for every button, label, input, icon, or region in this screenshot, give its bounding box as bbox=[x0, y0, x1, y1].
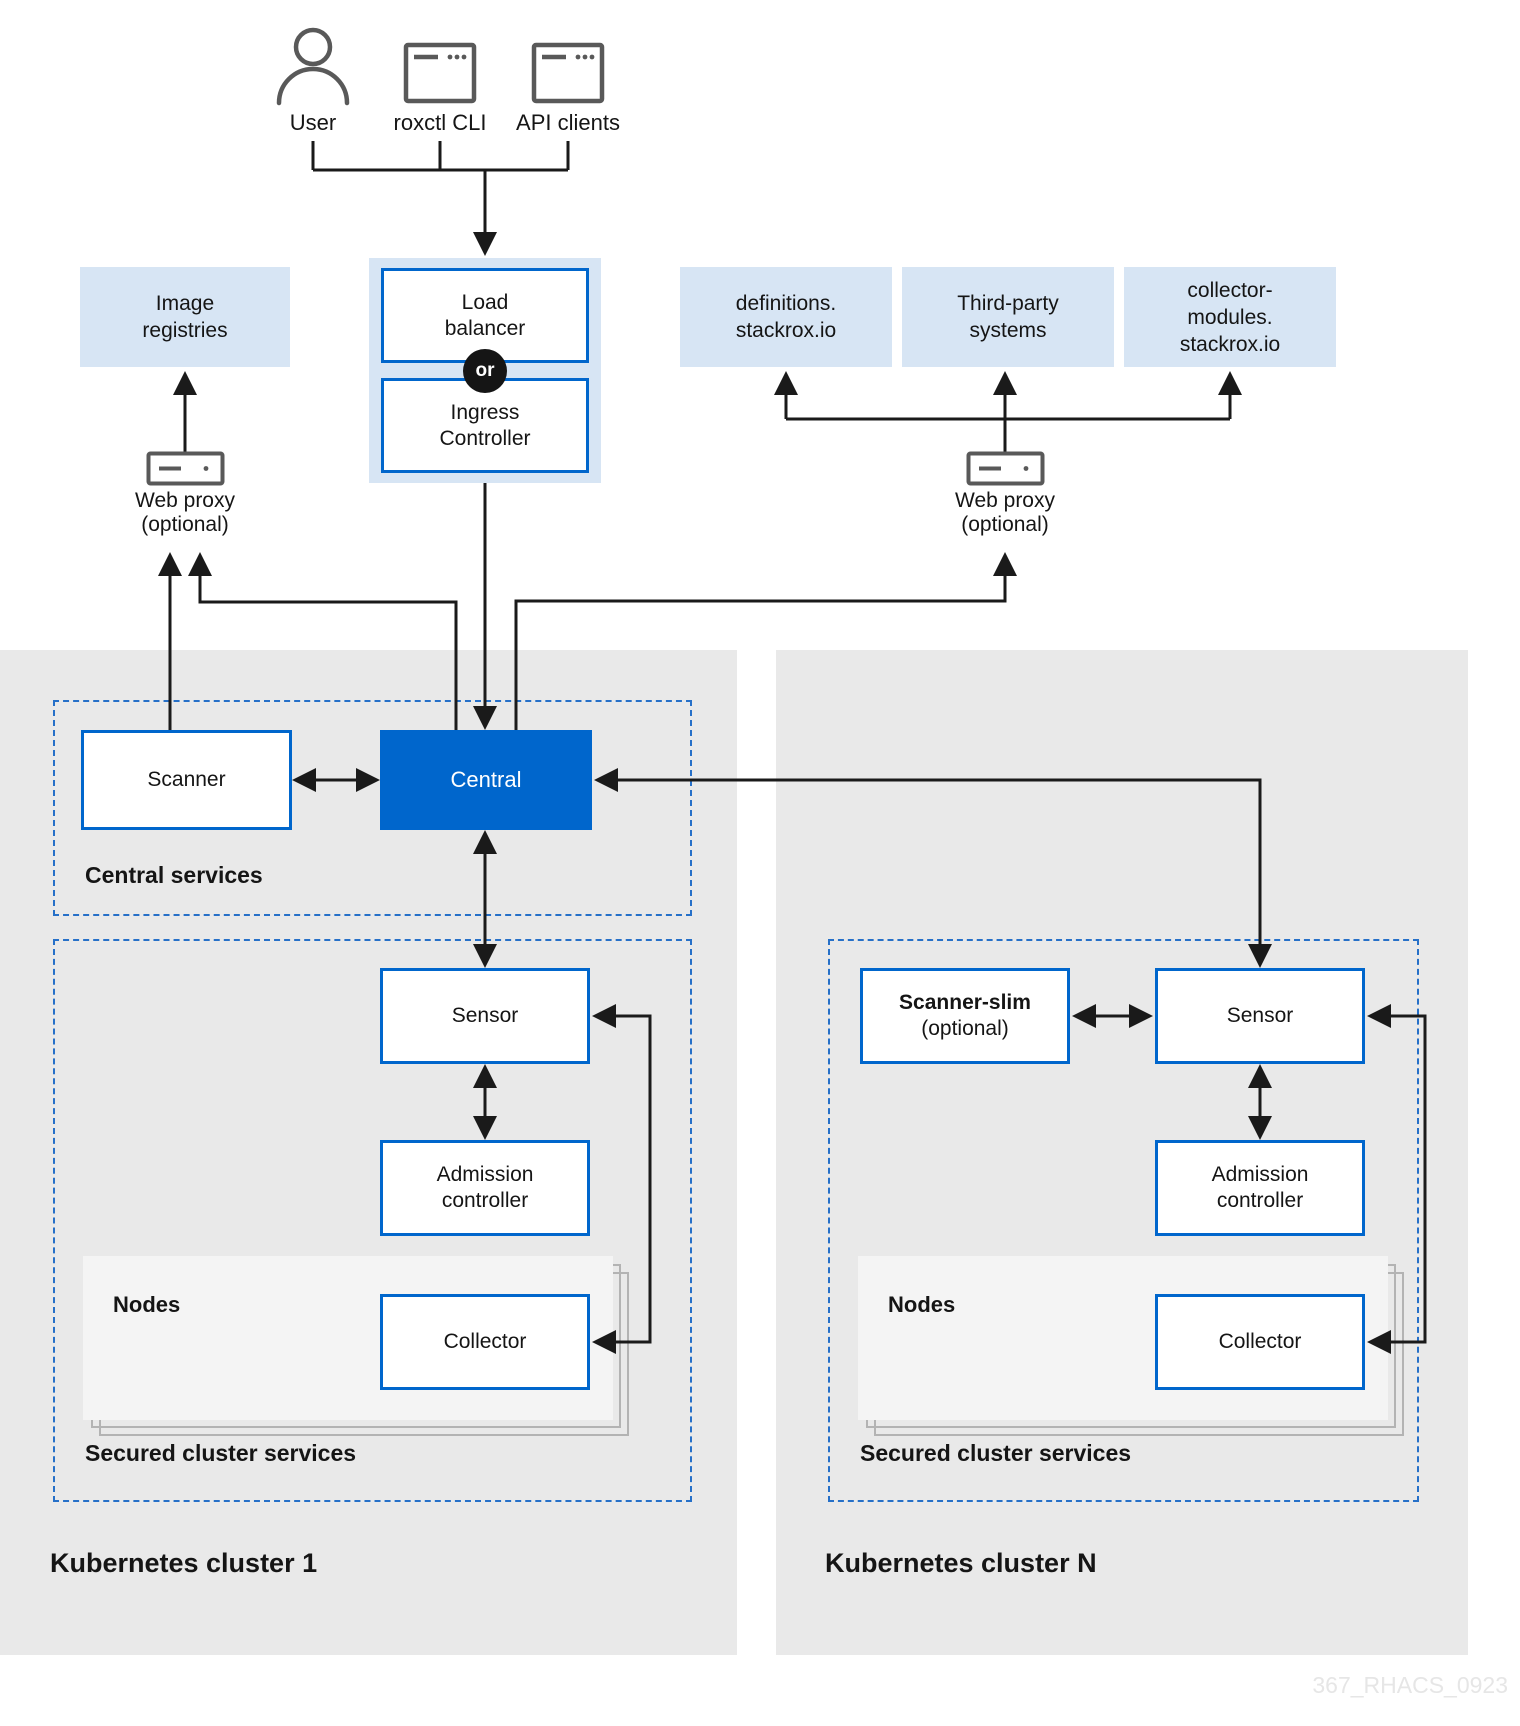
central-services-boundary bbox=[53, 700, 692, 916]
load-balancer-group: Load balancer Ingress Controller or bbox=[369, 258, 601, 483]
image-registries-box: Image registries bbox=[80, 267, 290, 367]
admission-controller-box-cluster-n: Admission controller bbox=[1155, 1140, 1365, 1236]
collector-box-cluster-n: Collector bbox=[1155, 1294, 1365, 1390]
scanner-slim-box: Scanner-slim (optional) bbox=[860, 968, 1070, 1064]
api-clients-label: API clients bbox=[516, 110, 620, 135]
roxctl-cli-label: roxctl CLI bbox=[393, 110, 487, 135]
web-proxy-label-left: Web proxy (optional) bbox=[135, 489, 235, 536]
secured-cluster-services-label-n: Secured cluster services bbox=[860, 1440, 1132, 1466]
or-badge: or bbox=[463, 349, 507, 393]
scanner-slim-label: Scanner-slim bbox=[899, 991, 1031, 1014]
user-label: User bbox=[289, 110, 337, 135]
secured-cluster-services-label-1: Secured cluster services bbox=[85, 1440, 357, 1466]
user-icon bbox=[271, 22, 355, 111]
admission-controller-box-cluster-1: Admission controller bbox=[380, 1140, 590, 1236]
scanner-slim-optional-note: (optional) bbox=[921, 1017, 1009, 1040]
kubernetes-cluster-1-title: Kubernetes cluster 1 bbox=[50, 1548, 318, 1578]
figure-id-watermark: 367_RHACS_0923 bbox=[1312, 1672, 1508, 1698]
terminal-icon-roxctl bbox=[403, 42, 477, 109]
scanner-box: Scanner bbox=[81, 730, 292, 830]
web-proxy-icon-left bbox=[146, 451, 225, 491]
ingress-controller-box: Ingress Controller bbox=[381, 378, 589, 473]
collector-modules-box: collector- modules. stackrox.io bbox=[1124, 267, 1336, 367]
terminal-icon-api bbox=[531, 42, 605, 109]
collector-box-cluster-1: Collector bbox=[380, 1294, 590, 1390]
nodes-label-cluster-1: Nodes bbox=[113, 1292, 181, 1317]
secured-cluster-services-boundary-1 bbox=[53, 939, 692, 1502]
central-services-label: Central services bbox=[85, 862, 263, 888]
sensor-box-cluster-n: Sensor bbox=[1155, 968, 1365, 1064]
third-party-systems-box: Third-party systems bbox=[902, 267, 1114, 367]
load-balancer-box: Load balancer bbox=[381, 268, 589, 363]
nodes-label-cluster-n: Nodes bbox=[888, 1292, 956, 1317]
web-proxy-icon-right bbox=[966, 451, 1045, 491]
kubernetes-cluster-n-title: Kubernetes cluster N bbox=[825, 1548, 1097, 1578]
secured-cluster-services-boundary-n bbox=[828, 939, 1419, 1502]
central-box: Central bbox=[380, 730, 592, 830]
web-proxy-label-right: Web proxy (optional) bbox=[955, 489, 1055, 536]
sensor-box-cluster-1: Sensor bbox=[380, 968, 590, 1064]
definitions-stackrox-box: definitions. stackrox.io bbox=[680, 267, 892, 367]
